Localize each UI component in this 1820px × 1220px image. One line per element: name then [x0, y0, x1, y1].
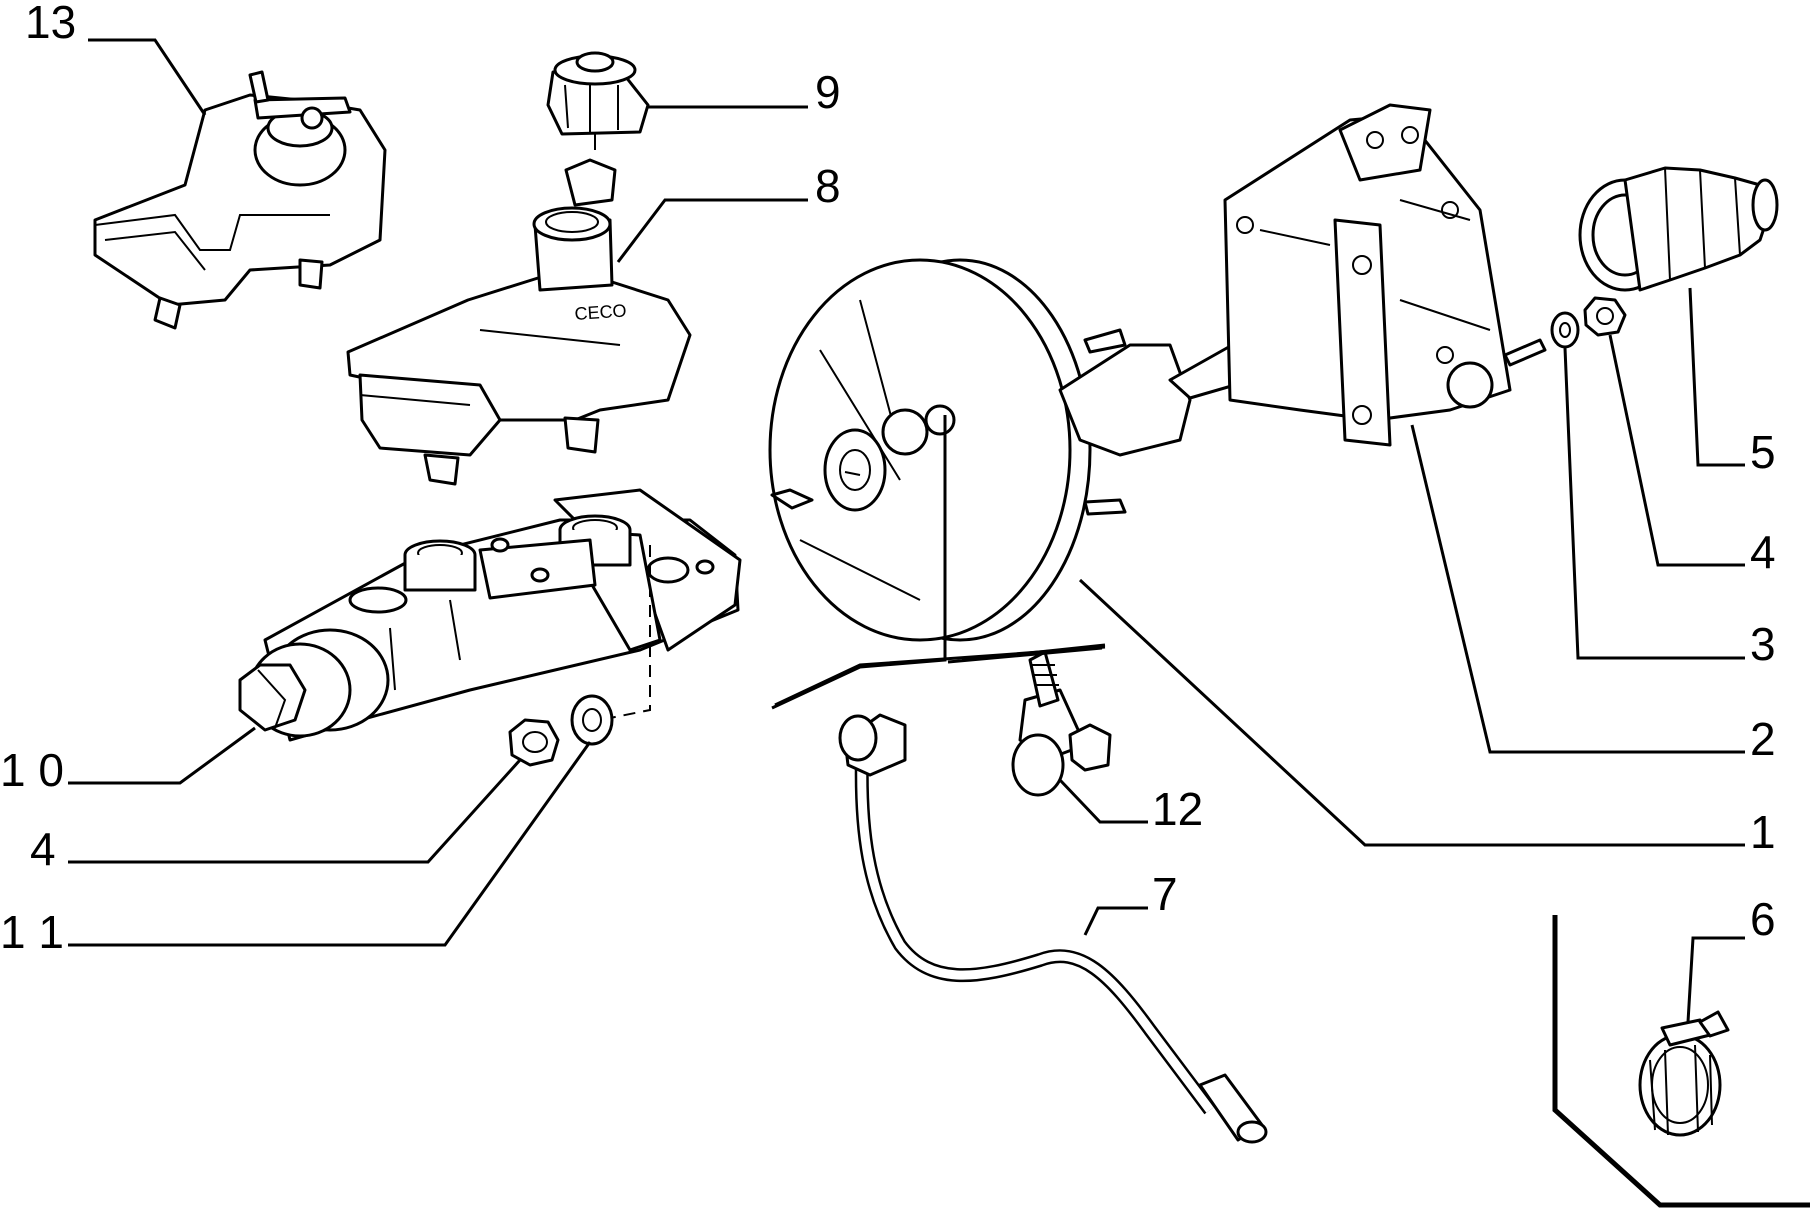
label-4-right: 4	[1750, 526, 1776, 578]
label-11: 1 1	[0, 906, 64, 958]
leader-4-right	[1608, 334, 1745, 567]
label-4-left: 4	[30, 823, 56, 875]
label-3: 3	[1750, 618, 1776, 670]
leader-1	[1078, 578, 1745, 847]
leader-11	[68, 741, 592, 947]
leader-lines	[68, 38, 1810, 1208]
label-12: 12	[1152, 783, 1203, 835]
part-5-rubber-boot	[1578, 166, 1779, 292]
leader-6	[1686, 936, 1745, 1023]
label-9: 9	[815, 66, 841, 118]
leader-3	[1563, 347, 1745, 660]
part-12-check-valve	[1011, 650, 1112, 797]
label-5: 5	[1750, 426, 1776, 478]
part-4-nut-right	[1583, 296, 1627, 337]
part-1-brake-booster	[768, 258, 1286, 642]
leader-5	[1688, 287, 1745, 467]
part-3-washer-right	[1550, 311, 1580, 349]
label-2: 2	[1750, 713, 1776, 765]
leader-2	[1410, 424, 1745, 754]
booster-fan-baseline	[774, 645, 1106, 707]
label-6: 6	[1750, 893, 1776, 945]
leader-7	[1083, 906, 1148, 936]
label-13: 13	[25, 0, 76, 48]
part-9-reservoir-cap	[546, 51, 650, 207]
part-4-nut-left	[508, 718, 560, 767]
reservoir-marking: CECO	[574, 300, 627, 324]
part-13-reservoir-with-sensor	[93, 70, 387, 330]
part-6-hose-clamp	[1638, 1010, 1730, 1137]
label-10: 1 0	[0, 744, 64, 796]
callout-labels: 13 9 8 1 0 4 1 1 12 7 5 4 3 2 1 6	[0, 0, 1776, 958]
label-7: 7	[1152, 868, 1178, 920]
leader-13	[88, 38, 207, 116]
part-7-vacuum-hose	[838, 713, 1268, 1144]
clamp-frame	[1552, 915, 1810, 1208]
part-11-washer	[570, 694, 614, 746]
leader-10	[68, 726, 256, 785]
label-8: 8	[815, 160, 841, 212]
leader-4-left	[68, 758, 522, 864]
part-2-mounting-bracket	[1223, 103, 1547, 447]
leader-8	[616, 198, 808, 263]
part-10-master-cylinder	[238, 488, 742, 742]
label-1: 1	[1750, 806, 1776, 858]
leader-12	[1058, 778, 1148, 824]
part-8-brake-fluid-reservoir: CECO	[346, 206, 692, 486]
